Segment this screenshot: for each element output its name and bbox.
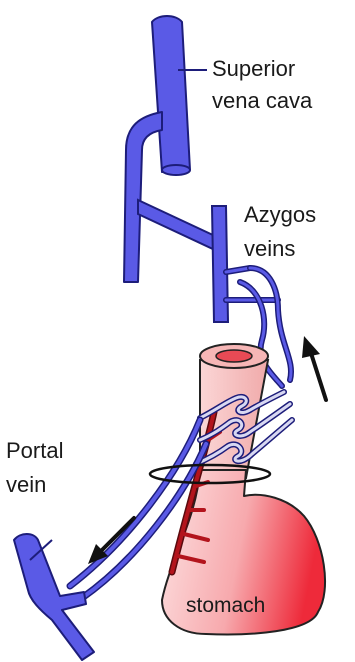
flow-arrow-up-icon — [302, 336, 326, 400]
label-vena-cava: vena cava — [212, 88, 313, 113]
label-portal: Portal — [6, 438, 63, 463]
label-azygos: Azygos — [244, 202, 316, 227]
superior-vena-cava — [124, 16, 207, 282]
label-veins: veins — [244, 236, 295, 261]
label-stomach: stomach — [186, 594, 265, 617]
label-superior: Superior — [212, 56, 295, 81]
label-vein: vein — [6, 472, 46, 497]
